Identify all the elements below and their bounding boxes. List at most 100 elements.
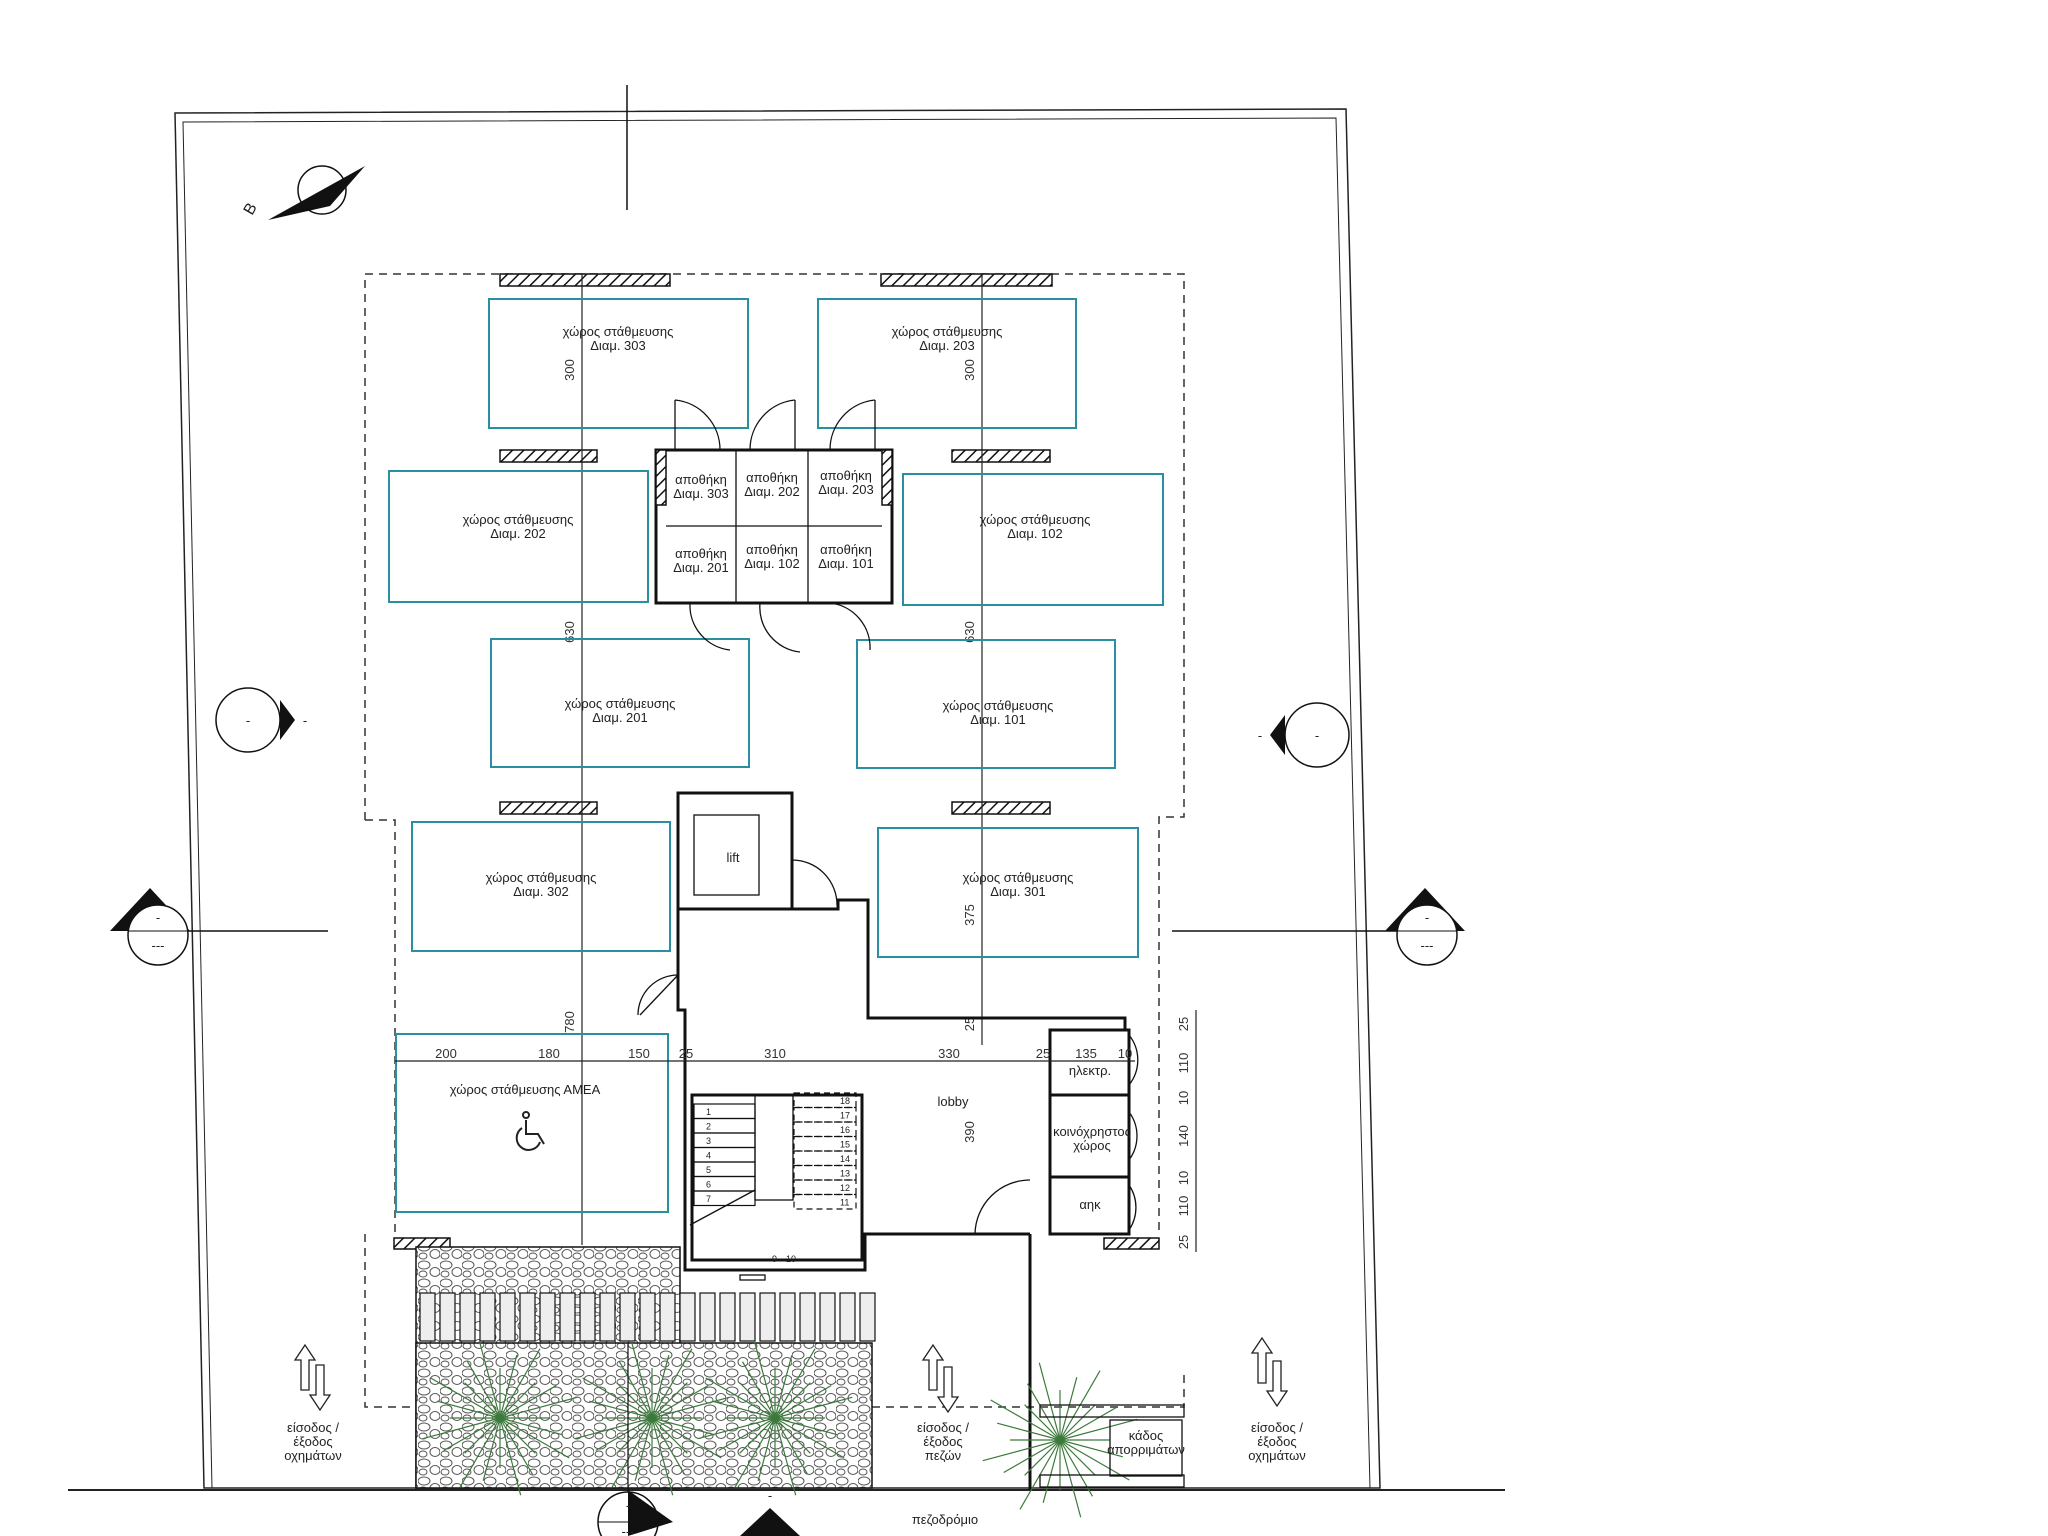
stair-step [693,1175,756,1192]
svg-text:Διαμ. 301: Διαμ. 301 [990,884,1046,899]
dim-630-left: 630 [562,621,577,643]
svg-text:110: 110 [1176,1053,1191,1074]
svg-text:αποθήκη: αποθήκη [675,546,727,561]
stair-number: 12 [840,1183,850,1193]
svg-text:10: 10 [1118,1046,1132,1061]
svg-text:---: --- [152,938,165,953]
svg-text:-: - [1258,728,1262,743]
section-marker-right: - --- [1385,888,1465,966]
stair-step [693,1190,756,1207]
section-marker-left-mid: - - [215,687,307,753]
svg-text:αποθήκη: αποθήκη [746,470,798,485]
stair-step [793,1106,857,1123]
stair-step [793,1179,857,1196]
svg-text:25: 25 [1036,1046,1050,1061]
stair-step [693,1146,756,1163]
fence-post [839,1292,856,1342]
svg-text:έξοδος: έξοδος [293,1434,332,1449]
svg-text:χώρος στάθμευσης: χώρος στάθμευσης [463,512,574,527]
svg-text:χώρος στάθμευσης: χώρος στάθμευσης [892,324,1003,339]
dim-375-right: 375 [962,904,977,926]
common-room-label: κοινόχρηστος [1053,1124,1131,1139]
svg-text:είσοδος /: είσοδος / [287,1420,339,1435]
parking-space-101: χώρος στάθμευσης Διαμ. 101 [856,639,1116,769]
fence-post [739,1292,756,1342]
dim-300-right: 300 [962,359,977,381]
fence-post [759,1292,776,1342]
svg-text:απορριμάτων: απορριμάτων [1107,1442,1185,1457]
svg-text:χώρος στάθμευσης: χώρος στάθμευσης [565,696,676,711]
tree-icon [422,1340,578,1496]
stair-step [793,1150,857,1167]
stair-number: 15 [840,1140,850,1150]
svg-text:πεζών: πεζών [925,1448,961,1463]
stair-number: 7 [706,1194,711,1204]
svg-text:Διαμ. 101: Διαμ. 101 [970,712,1026,727]
dim-300-left: 300 [562,359,577,381]
svg-text:χώρος στάθμευσης: χώρος στάθμευσης [943,698,1054,713]
parking-space-302: χώρος στάθμευσης Διαμ. 302 [411,821,671,952]
fence-post [799,1292,816,1342]
svg-text:Διαμ. 201: Διαμ. 201 [592,710,648,725]
svg-text:Διαμ. 202: Διαμ. 202 [490,526,546,541]
stair-number: 18 [840,1096,850,1106]
section-marker-bottom: - --- - [597,1343,800,1536]
svg-text:330: 330 [938,1046,960,1061]
section-marker-left: - --- [110,888,190,966]
svg-text:Διαμ. 102: Διαμ. 102 [1007,526,1063,541]
fence-post [859,1292,876,1342]
stair-number: 17 [840,1111,850,1121]
fence-post [419,1292,436,1342]
svg-text:Διαμ. 202: Διαμ. 202 [744,484,800,499]
stair-number: 14 [840,1154,850,1164]
svg-text:10: 10 [1176,1091,1191,1105]
stair-step [693,1117,756,1134]
svg-text:150: 150 [628,1046,650,1061]
fence-post [459,1292,476,1342]
svg-text:Διαμ. 102: Διαμ. 102 [744,556,800,571]
fence-post [439,1292,456,1342]
svg-text:χώρος στάθμευσης: χώρος στάθμευσης [963,870,1074,885]
svg-text:---: --- [1421,938,1434,953]
fence-post [499,1292,516,1342]
svg-text:αποθήκη: αποθήκη [820,468,872,483]
svg-text:είσοδος /: είσοδος / [917,1420,969,1435]
section-marker-right-mid: - - [1258,702,1350,768]
svg-text:οχημάτων: οχημάτων [1248,1448,1306,1463]
svg-text:Διαμ. 203: Διαμ. 203 [919,338,975,353]
svg-text:-: - [246,713,250,728]
stair-number: 13 [840,1169,850,1179]
stair-number: 11 [840,1198,849,1208]
two-way-arrow-icon [1250,1336,1289,1408]
two-way-arrow-icon [293,1343,332,1412]
svg-text:αποθήκη: αποθήκη [820,542,872,557]
bin-enclosure: κάδος απορριμάτων [1039,1404,1185,1488]
svg-text:Διαμ. 303: Διαμ. 303 [673,486,729,501]
stair-step [693,1103,756,1120]
svg-text:χώρος στάθμευσης: χώρος στάθμευσης [980,512,1091,527]
svg-text:Διαμ. 303: Διαμ. 303 [590,338,646,353]
wheelchair-icon [515,1111,545,1151]
ground-outline [364,1234,416,1408]
fence-post [519,1292,536,1342]
stair-number: 9 [772,1254,777,1264]
stair-number: 4 [706,1151,711,1161]
tree-icon [982,1362,1138,1518]
fence-post [599,1292,616,1342]
svg-text:135: 135 [1075,1046,1097,1061]
svg-text:Διαμ. 101: Διαμ. 101 [818,556,874,571]
fence-post [679,1292,696,1342]
ground-outline-right [872,1370,1185,1408]
svg-text:10: 10 [1176,1171,1191,1185]
common-room-label-2: χώρος [1073,1138,1111,1153]
svg-text:25: 25 [1176,1235,1191,1249]
dim-630-right: 630 [962,621,977,643]
svg-text:χώρος στάθμευσης: χώρος στάθμευσης [486,870,597,885]
storage-block [654,399,894,653]
